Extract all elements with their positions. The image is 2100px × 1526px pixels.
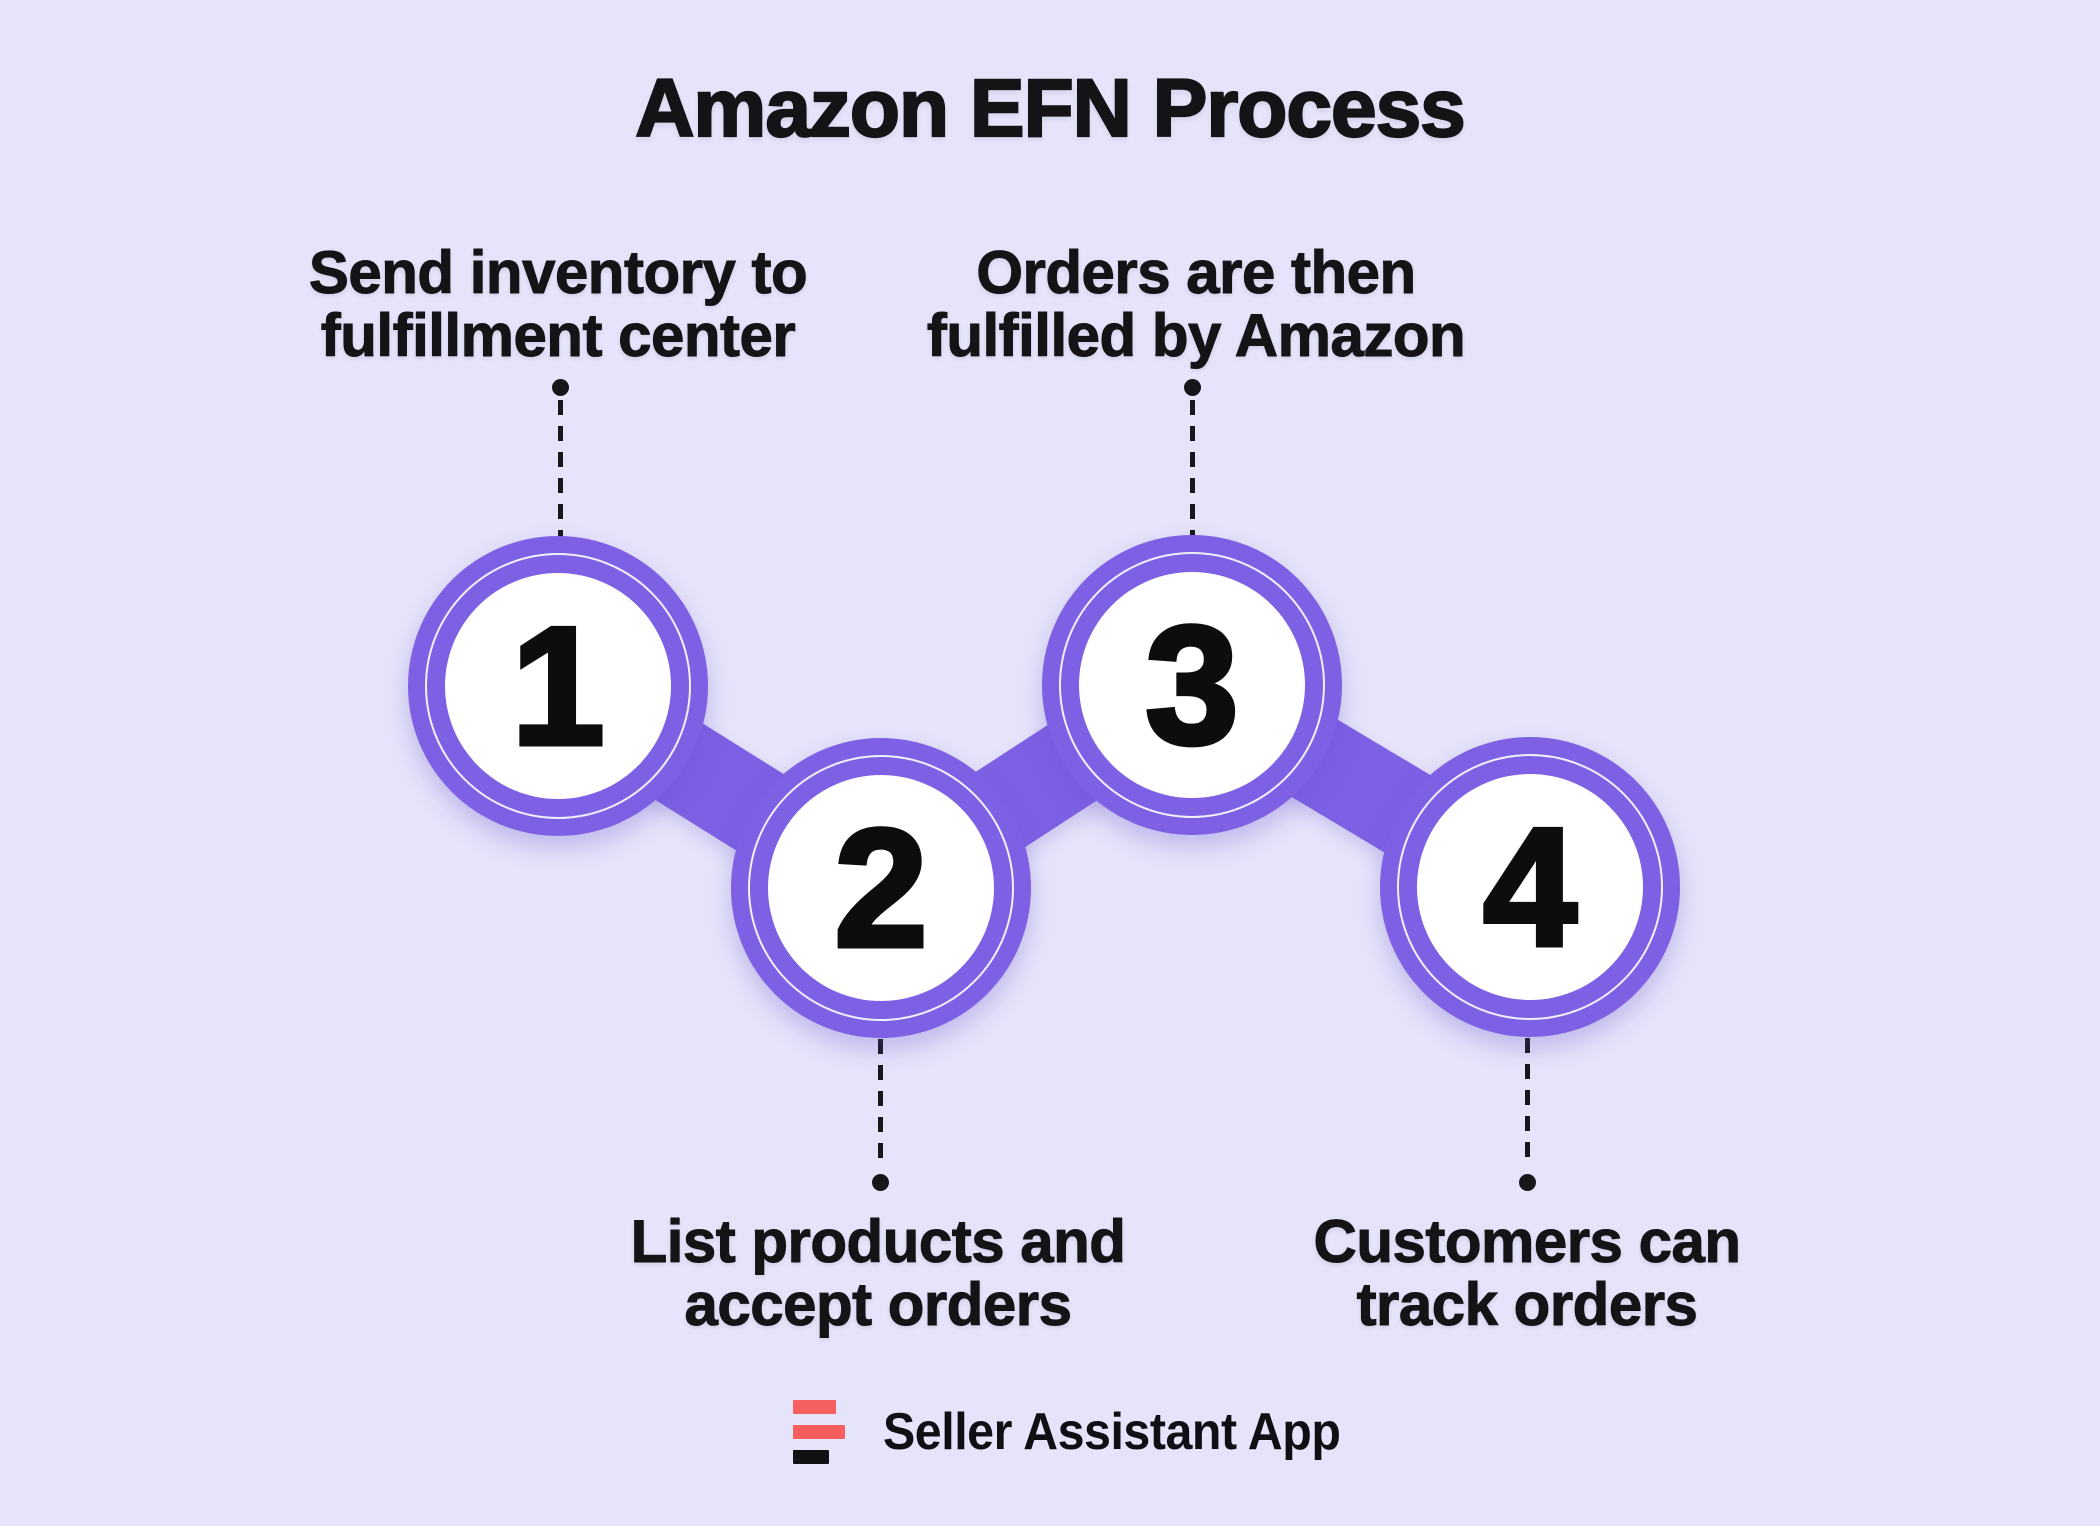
seller-assistant-logo-icon — [793, 1400, 845, 1464]
step1-circle-inner: 1 — [445, 573, 671, 799]
step2-label: List products and accept orders — [630, 1208, 1126, 1338]
step2-leader-dot — [872, 1174, 889, 1191]
step3-label: Orders are then fulfilled by Amazon — [926, 239, 1466, 369]
step4-number: 4 — [1481, 793, 1579, 981]
step4-circle-hairline — [1397, 754, 1663, 1020]
step4-leader-dot — [1519, 1174, 1536, 1191]
step2-leader-line — [878, 1039, 883, 1167]
step4-leader-line — [1525, 1038, 1530, 1167]
step1-label: Send inventory to fulfillment center — [308, 239, 808, 369]
logo-bar-bottom — [793, 1450, 829, 1464]
step4-circle: 4 — [1380, 737, 1680, 1037]
step2-number: 2 — [832, 794, 930, 982]
step1-leader-line — [558, 400, 563, 537]
brand-name: Seller Assistant App — [883, 1403, 1341, 1461]
step3-circle-hairline — [1059, 552, 1325, 818]
step4-circle-inner: 4 — [1417, 774, 1643, 1000]
step1-circle: 1 — [408, 536, 708, 836]
step1-circle-hairline — [425, 553, 691, 819]
step4-label: Customers can track orders — [1313, 1208, 1741, 1338]
page-title: Amazon EFN Process — [634, 63, 1467, 154]
step3-circle-inner: 3 — [1079, 572, 1305, 798]
logo-bar-middle — [793, 1425, 845, 1439]
step3-leader-line — [1190, 400, 1195, 536]
logo-bar-top — [793, 1400, 836, 1414]
step2-circle-inner: 2 — [768, 775, 994, 1001]
step1-leader-dot — [552, 379, 569, 396]
step1-number: 1 — [509, 592, 607, 780]
brand-footer: Seller Assistant App — [793, 1400, 1375, 1464]
step2-circle-hairline — [748, 755, 1014, 1021]
step3-number: 3 — [1143, 591, 1241, 779]
step2-circle: 2 — [731, 738, 1031, 1038]
step3-leader-dot — [1184, 379, 1201, 396]
step3-circle: 3 — [1042, 535, 1342, 835]
